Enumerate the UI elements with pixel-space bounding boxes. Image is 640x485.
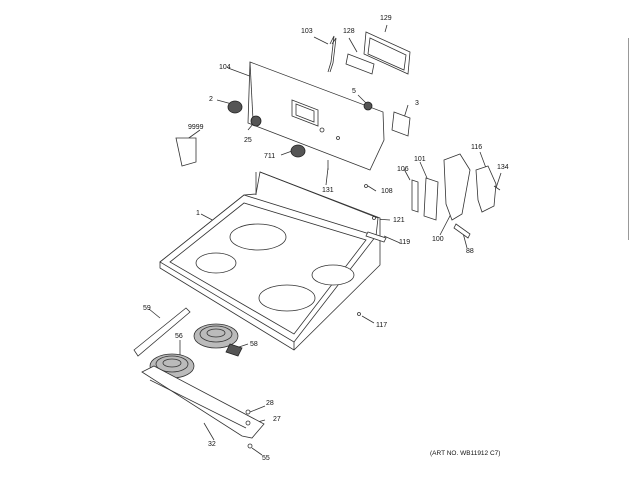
callout-56: 56 (175, 333, 183, 340)
callout-58: 58 (250, 341, 258, 348)
callout-25: 25 (244, 137, 252, 144)
callout-121: 121 (393, 217, 405, 224)
callout-117: 117 (376, 322, 388, 329)
control-panel (247, 61, 385, 171)
callout-103: 103 (301, 28, 313, 35)
callout-88: 88 (466, 248, 474, 255)
callout-101: 101 (414, 156, 426, 163)
callout-128: 128 (343, 28, 355, 35)
callout-711: 711 (264, 153, 276, 160)
callout-3: 3 (415, 100, 419, 107)
callout-27: 27 (273, 416, 281, 423)
page-edge-line (628, 38, 629, 240)
cooktop-glass (159, 171, 381, 351)
callout-59: 59 (143, 305, 151, 312)
callout-100: 100 (432, 236, 444, 243)
callout-119: 119 (399, 239, 411, 246)
burner-assembly (133, 307, 265, 449)
callout-104: 104 (219, 64, 231, 71)
callout-9999: 9999 (188, 124, 204, 131)
knobs (227, 100, 373, 158)
callout-106: 106 (397, 166, 409, 173)
callout-131: 131 (322, 187, 334, 194)
callout-55: 55 (262, 455, 270, 462)
callout-108: 108 (381, 188, 393, 195)
art-number: (ART NO. WB11912 C7) (430, 450, 501, 457)
callout-32: 32 (208, 441, 216, 448)
callout-1: 1 (196, 210, 200, 217)
callout-129: 129 (380, 15, 392, 22)
callout-116: 116 (471, 144, 483, 151)
small-parts (175, 31, 501, 316)
callout-2: 2 (209, 96, 213, 103)
callout-28: 28 (266, 400, 274, 407)
callout-5: 5 (352, 88, 356, 95)
callout-134: 134 (497, 164, 509, 171)
